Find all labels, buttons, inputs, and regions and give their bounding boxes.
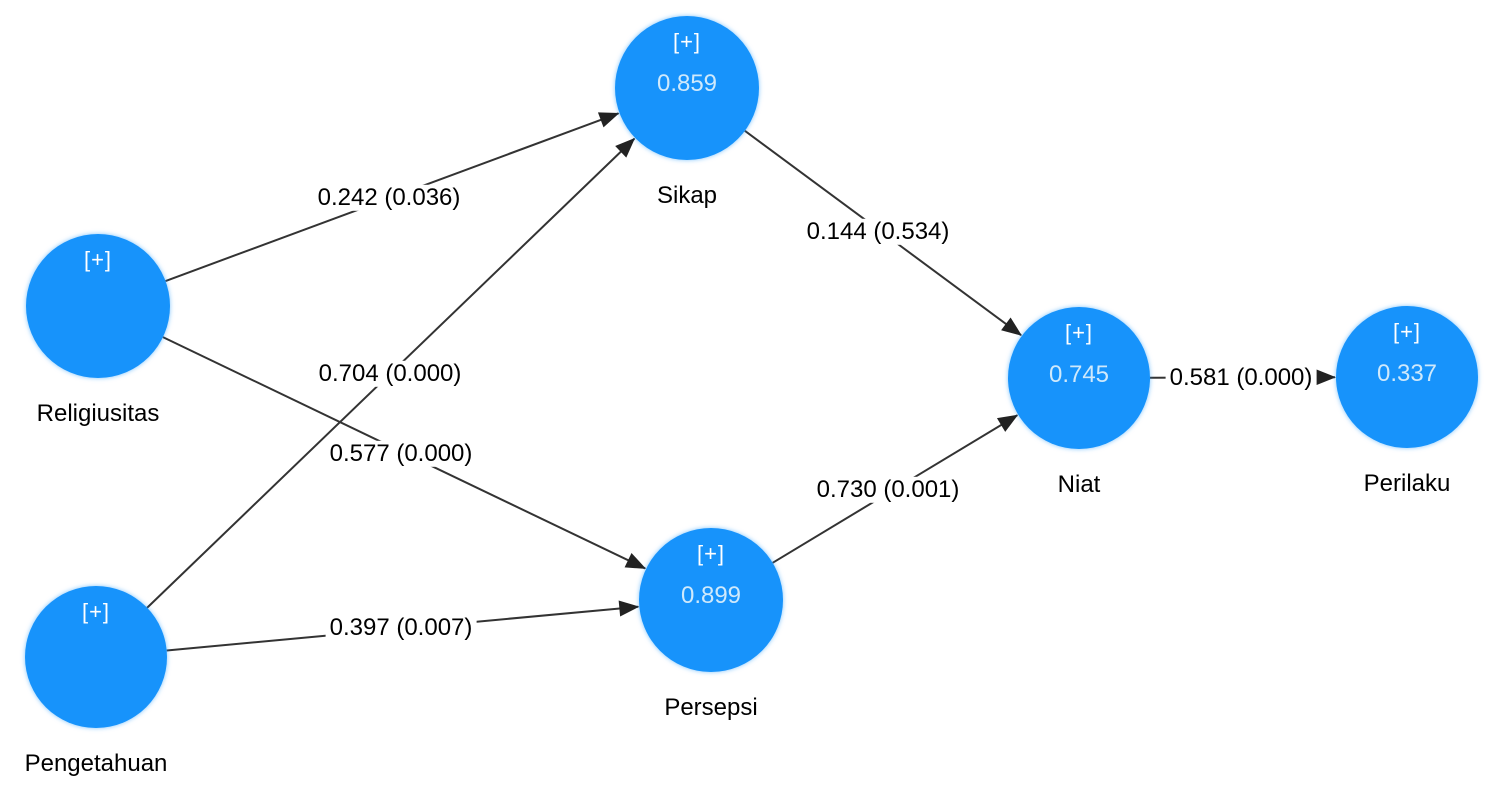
expand-indicators-badge[interactable]: [+]: [1064, 320, 1094, 345]
construct-label-religiusitas: Religiusitas: [36, 400, 160, 427]
r-squared-value: 0.337: [1376, 360, 1438, 388]
expand-indicators-badge[interactable]: [+]: [672, 29, 702, 54]
path-coefficient-label-religiusitas-sikap: 0.242 (0.036): [313, 184, 465, 212]
construct-label-pengetahuan: Pengetahuan: [24, 750, 168, 777]
construct-religiusitas[interactable]: [+]: [26, 234, 170, 378]
expand-indicators-badge[interactable]: [+]: [1392, 319, 1422, 344]
path-coefficient-label-sikap-niat: 0.144 (0.534): [802, 218, 954, 246]
construct-pengetahuan[interactable]: [+]: [25, 586, 167, 728]
construct-label-perilaku: Perilaku: [1363, 470, 1451, 497]
path-coefficient-label-persepsi-niat: 0.730 (0.001): [812, 476, 964, 504]
expand-indicators-badge[interactable]: [+]: [696, 541, 726, 566]
r-squared-value: 0.859: [656, 70, 718, 98]
construct-label-sikap: Sikap: [656, 182, 718, 209]
construct-sikap[interactable]: [+] 0.859: [615, 16, 759, 160]
construct-label-niat: Niat: [1057, 471, 1101, 498]
path-coefficient-label-pengetahuan-sikap: 0.704 (0.000): [314, 360, 466, 388]
expand-indicators-badge[interactable]: [+]: [83, 247, 113, 272]
r-squared-value: 0.745: [1048, 361, 1110, 389]
expand-indicators-badge[interactable]: [+]: [81, 599, 111, 624]
path-coefficient-label-religiusitas-persepsi: 0.577 (0.000): [325, 440, 477, 468]
construct-label-persepsi: Persepsi: [664, 694, 758, 721]
construct-niat[interactable]: [+] 0.745: [1008, 307, 1150, 449]
construct-perilaku[interactable]: [+] 0.337: [1336, 306, 1478, 448]
path-coefficient-label-niat-perilaku: 0.581 (0.000): [1165, 364, 1317, 392]
path-coefficient-label-pengetahuan-persepsi: 0.397 (0.007): [325, 614, 477, 642]
construct-persepsi[interactable]: [+] 0.899: [639, 528, 783, 672]
r-squared-value: 0.899: [680, 582, 742, 610]
